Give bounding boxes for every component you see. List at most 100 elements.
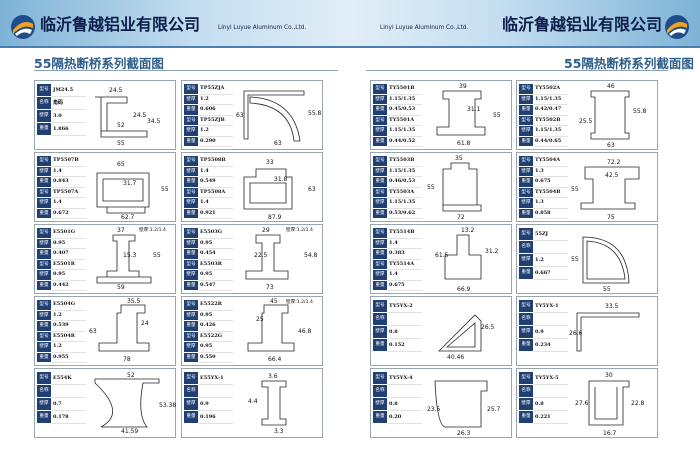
dimension-label: 55.8 xyxy=(308,110,322,117)
dimension-label: 33 xyxy=(266,159,274,166)
spec-label: 型号 xyxy=(37,259,51,270)
profile-section-svg: 3.64.43.3 xyxy=(248,373,287,435)
spec-value: 1.4 xyxy=(388,239,422,249)
dimension-label: 3.3 xyxy=(274,428,284,435)
spec-label: 重量 xyxy=(519,208,533,219)
spec-label: 重量 xyxy=(373,280,387,291)
spec-value: 55ZJ xyxy=(534,228,568,241)
spec-label: 名称 xyxy=(37,97,51,110)
spec-value: 0.8 xyxy=(388,326,422,339)
spec-value: 1.4 xyxy=(388,270,422,281)
spec-value: TP5508B xyxy=(199,156,233,167)
spec-label: 壁厚 xyxy=(184,198,198,209)
dimension-label: 22.8 xyxy=(631,400,645,407)
company-name-cn: 临沂鲁越铝业有限公司 xyxy=(40,15,201,34)
spec-value: 0.426 xyxy=(199,321,233,332)
dimension-label: 24 xyxy=(141,320,149,327)
spec-value: 0.290 xyxy=(199,137,233,147)
dimension-label: 26.5 xyxy=(481,324,495,331)
spec-value: 1.4 xyxy=(199,198,233,209)
spec-value: 0.221 xyxy=(534,411,568,424)
spec-label: 壁厚 xyxy=(37,398,51,411)
profile-outline xyxy=(243,90,305,142)
spec-value: E55YX-1 xyxy=(199,372,233,385)
spec-value: TY5YX-2 xyxy=(388,300,422,313)
spec-value: 0.20 xyxy=(388,411,422,424)
spec-value: 0.442 xyxy=(52,281,86,291)
spec-label: 重量 xyxy=(373,208,387,219)
spec-value: 0.454 xyxy=(199,249,233,260)
spec-value: 0.539 xyxy=(52,321,86,332)
left-page: 临沂鲁越铝业有限公司 Linyi Luyue Aluminum Co.,Ltd.… xyxy=(0,0,350,438)
header-rule xyxy=(350,46,700,48)
spec-label: 壁厚 xyxy=(373,126,387,137)
spec-label: 型号 xyxy=(519,300,533,313)
spec-label: 壁厚 xyxy=(373,198,387,209)
spec-label: 重量 xyxy=(184,249,198,260)
spec-label: 型号 xyxy=(184,372,198,385)
spec-label: 型号 xyxy=(184,331,198,342)
spec-label: 重量 xyxy=(519,177,533,188)
profile-outline xyxy=(245,234,289,280)
dimension-label: 15.3 xyxy=(123,252,137,259)
dimension-label: 34.5 xyxy=(147,118,161,125)
dimension-label: 78 xyxy=(123,356,131,363)
company-name-cn: 临沂鲁越铝业有限公司 xyxy=(502,15,663,34)
spec-value: 1.4 xyxy=(52,167,86,177)
spec-value: TY5504A xyxy=(534,156,568,167)
spec-label: 型号 xyxy=(37,331,51,342)
spec-label: 型号 xyxy=(184,115,198,126)
right-page: Linyi Luyue Aluminum Co.,Ltd. 临沂鲁越铝业有限公司… xyxy=(350,0,700,451)
spec-value xyxy=(52,385,86,398)
spec-value: 0.921 xyxy=(199,209,233,219)
profile-outline xyxy=(98,304,150,352)
spec-label: 壁厚 xyxy=(373,270,387,281)
spec-value: TY5YX-1 xyxy=(534,300,568,313)
spec-label: 壁厚 xyxy=(373,166,387,177)
spec-value: 0.42/0.47 xyxy=(534,105,568,116)
spec-label: 型号 xyxy=(373,300,387,313)
dimension-label: 55 xyxy=(161,186,169,193)
spec-value: 0.95 xyxy=(199,239,233,249)
spec-label: 型号 xyxy=(37,372,51,385)
dimension-label: 66.4 xyxy=(268,356,282,363)
spec-value: 1.15/1.35 xyxy=(534,95,568,105)
spec-value: 0.44/0.52 xyxy=(388,137,422,147)
spec-label: 壁厚 xyxy=(37,238,51,249)
dimension-label: 62.7 xyxy=(121,214,135,221)
spec-label: 名称 xyxy=(519,313,533,326)
spec-label: 型号 xyxy=(373,84,387,95)
dimension-label: 37 xyxy=(117,227,125,234)
spec-label: 壁厚 xyxy=(519,126,533,137)
spec-value: JM24.5 xyxy=(52,84,86,97)
spec-label: 壁厚 xyxy=(373,238,387,249)
spec-label: 壁厚 xyxy=(184,270,198,281)
spec-label: 型号 xyxy=(519,187,533,198)
spec-label: 型号 xyxy=(373,156,387,167)
dimension-label: 73 xyxy=(266,284,274,291)
profile-outline xyxy=(590,90,630,140)
spec-label: 型号 xyxy=(184,259,198,270)
spec-label: 型号 xyxy=(37,156,51,167)
spec-value: TY5503A xyxy=(388,188,422,198)
dimension-label: 52 xyxy=(127,372,135,379)
